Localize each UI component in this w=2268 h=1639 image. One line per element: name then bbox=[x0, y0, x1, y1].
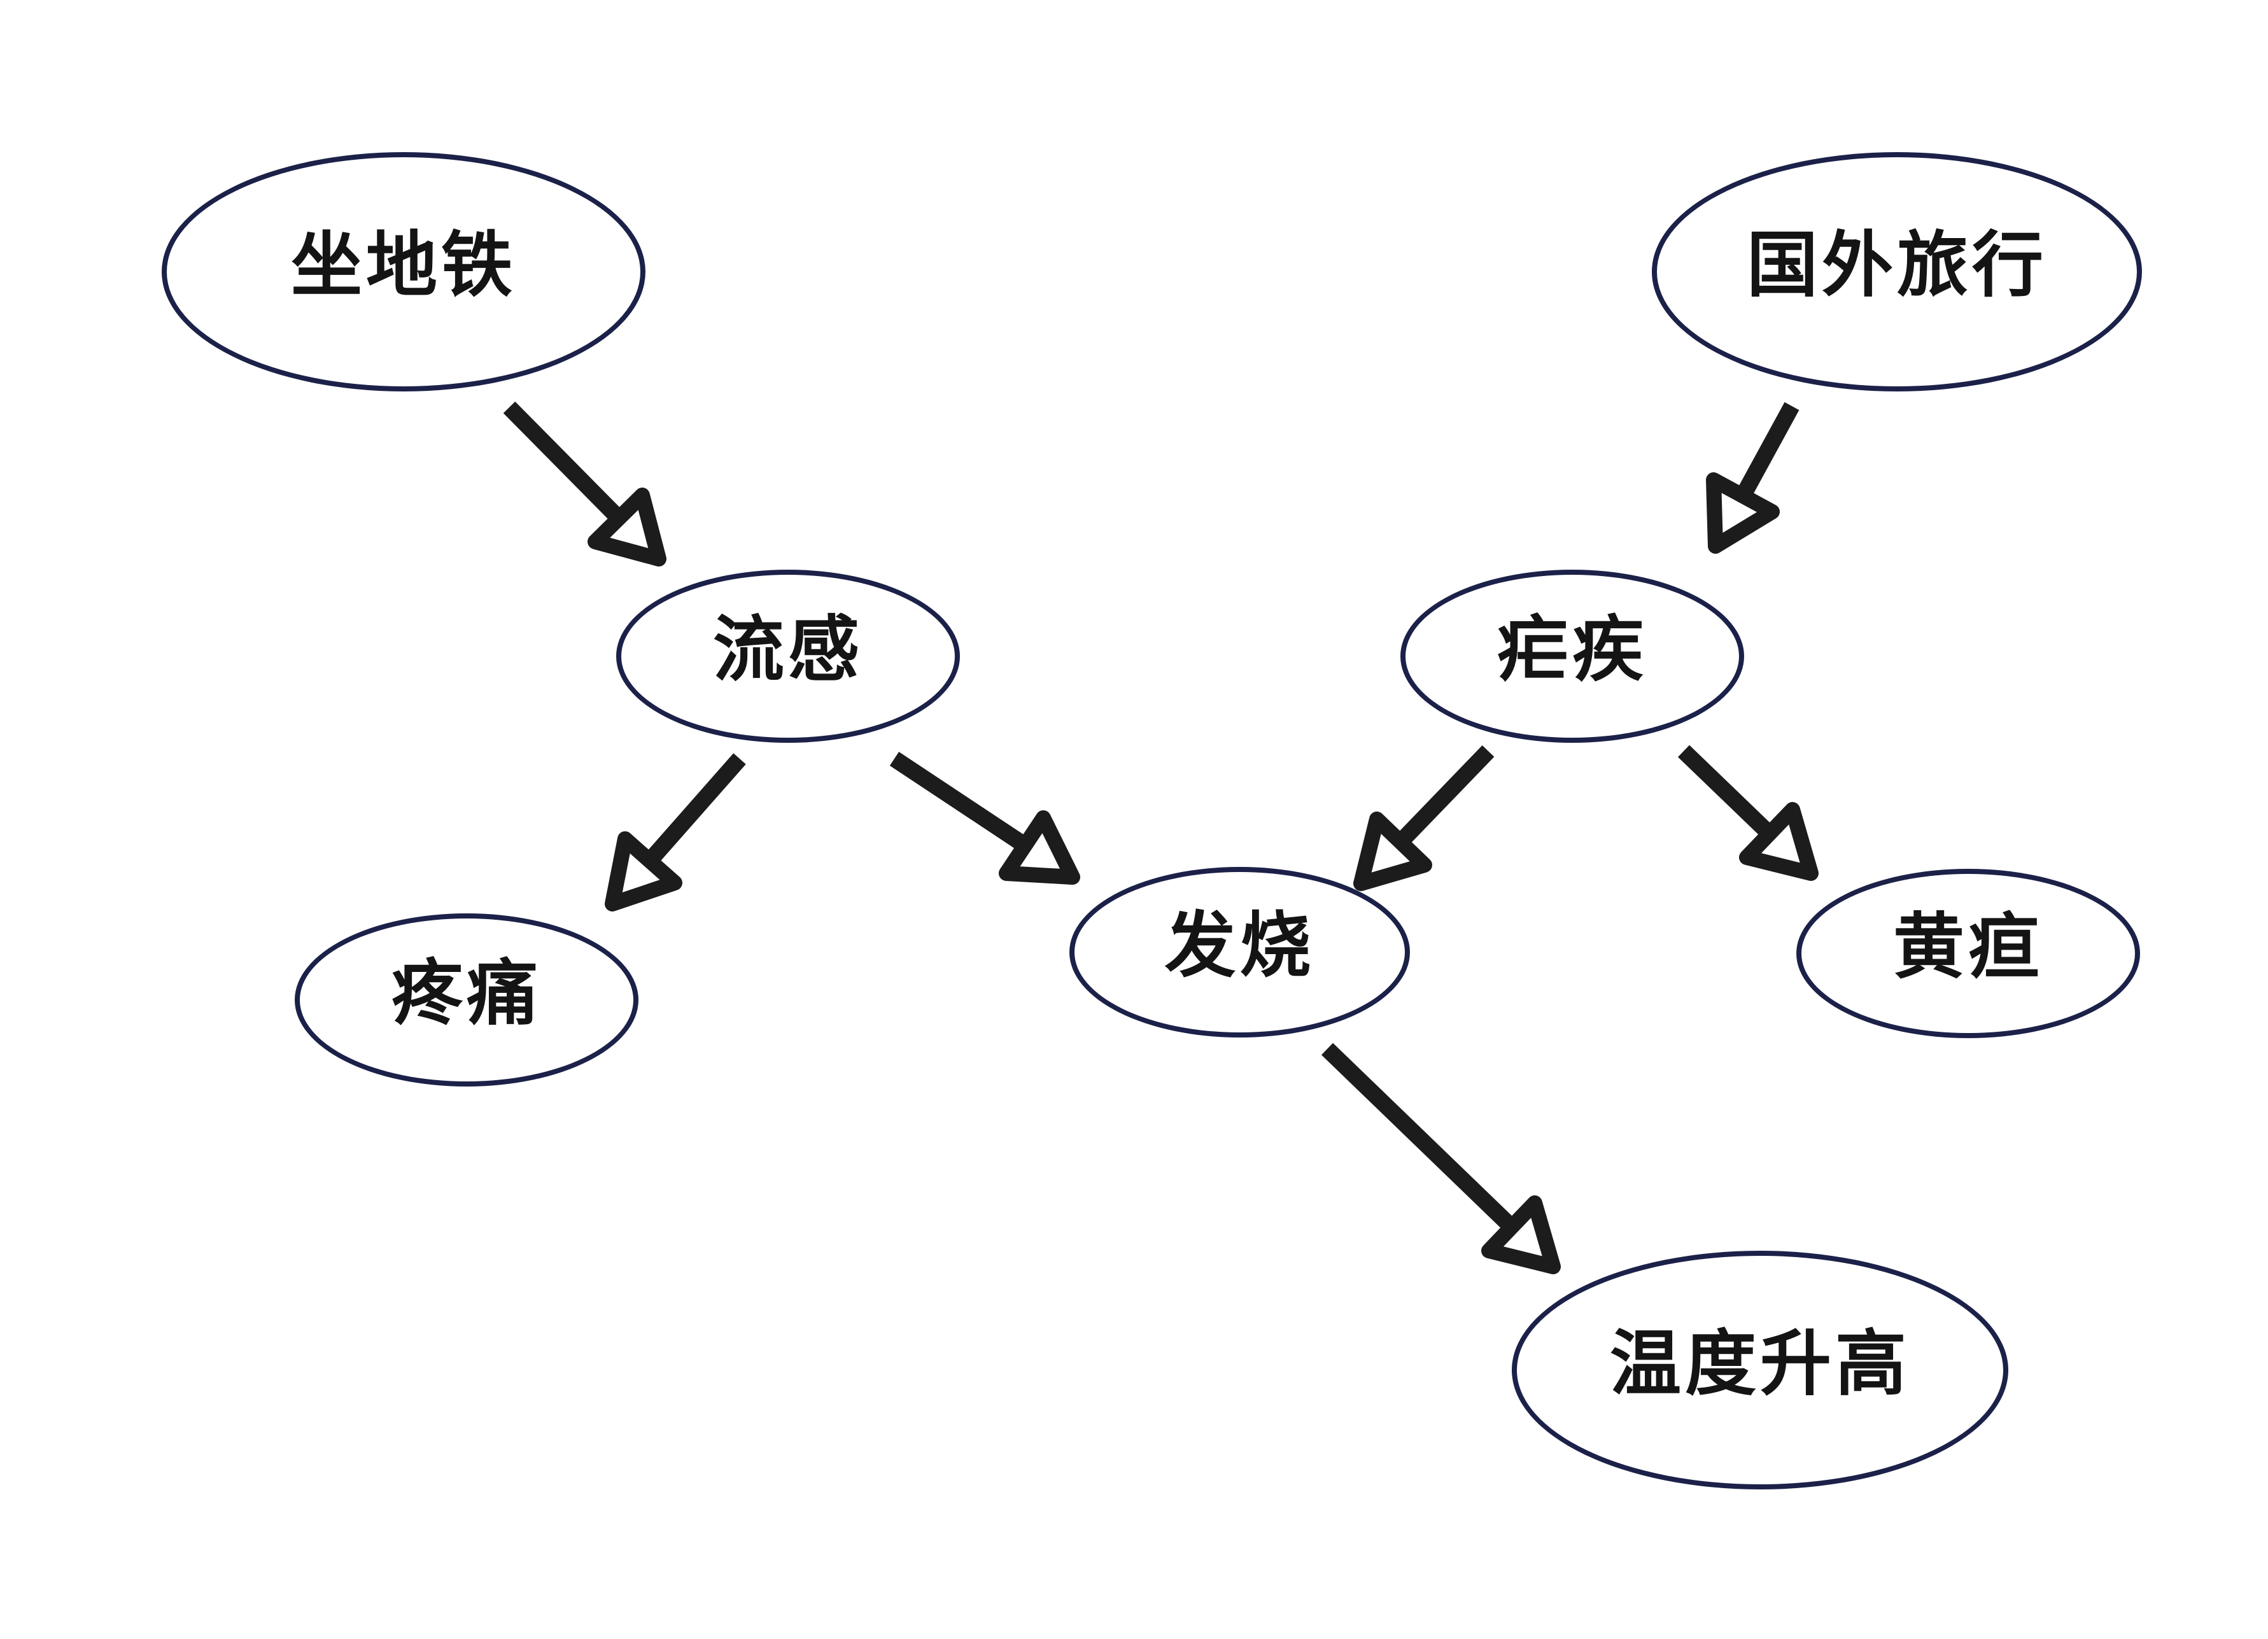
node-label: 国外旅行 bbox=[1747, 223, 2047, 307]
edge-take-subway-to-flu bbox=[503, 401, 666, 566]
node-label: 疼痛 bbox=[391, 952, 542, 1035]
arrowhead-icon bbox=[999, 810, 1080, 885]
node-label: 发烧 bbox=[1164, 904, 1315, 987]
node-flu: 流感 bbox=[616, 570, 960, 743]
edge-foreign-travel-to-malaria bbox=[1706, 402, 1800, 554]
edge-flu-to-fever bbox=[889, 752, 1080, 885]
edge-shaft bbox=[1394, 745, 1495, 848]
arrowhead-icon bbox=[1481, 1195, 1561, 1274]
node-label: 疟疾 bbox=[1497, 608, 1647, 691]
node-pain: 疼痛 bbox=[295, 913, 638, 1087]
arrowhead-icon bbox=[1739, 802, 1819, 881]
edge-shaft bbox=[644, 753, 746, 866]
node-label: 黄疸 bbox=[1893, 905, 2043, 988]
node-jaundice: 黄疸 bbox=[1796, 869, 2140, 1038]
arrowhead-icon bbox=[605, 831, 682, 911]
arrowhead-icon bbox=[1706, 472, 1780, 554]
node-malaria: 疟疾 bbox=[1400, 570, 1744, 743]
edge-shaft bbox=[503, 401, 625, 524]
node-fever: 发烧 bbox=[1069, 867, 1410, 1038]
edge-flu-to-pain bbox=[605, 753, 746, 911]
edge-malaria-to-jaundice bbox=[1677, 745, 1819, 881]
edge-shaft bbox=[1735, 402, 1800, 500]
node-label: 温度升高 bbox=[1610, 1321, 1910, 1405]
edge-fever-to-temperature-rise bbox=[1321, 1043, 1561, 1274]
node-label: 坐地铁 bbox=[291, 223, 516, 307]
node-foreign-travel: 国外旅行 bbox=[1652, 152, 2142, 391]
edge-malaria-to-fever bbox=[1353, 745, 1495, 891]
edge-shaft bbox=[1677, 745, 1776, 840]
arrowhead-icon bbox=[1353, 812, 1432, 891]
node-temperature-rise: 温度升高 bbox=[1512, 1251, 2008, 1489]
edge-shaft bbox=[1321, 1043, 1518, 1234]
node-take-subway: 坐地铁 bbox=[162, 152, 645, 391]
edge-shaft bbox=[889, 752, 1030, 852]
arrowhead-icon bbox=[588, 488, 666, 566]
node-label: 流感 bbox=[713, 608, 863, 691]
